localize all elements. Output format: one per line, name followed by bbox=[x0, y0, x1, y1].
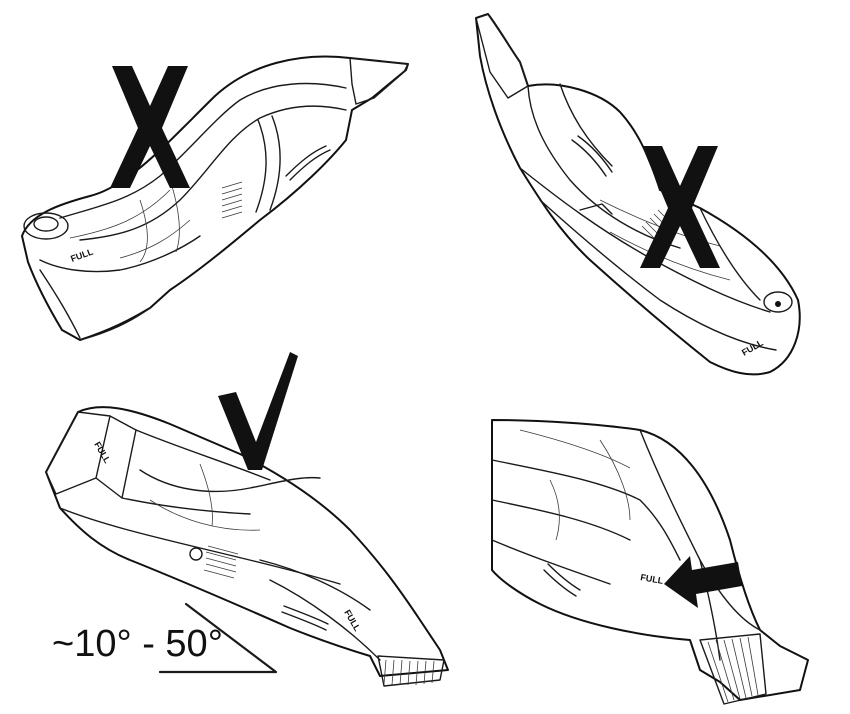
angle-indicator bbox=[158, 602, 278, 674]
full-label: FULL bbox=[640, 572, 665, 586]
panel-bottom-right: FULL bbox=[491, 419, 809, 705]
x-mark-icon bbox=[640, 146, 720, 268]
panel-top-left: FULL bbox=[21, 55, 409, 341]
panel-top-right: FULL bbox=[475, 13, 801, 376]
arrow-left-icon bbox=[664, 556, 742, 608]
vacuum-drawing-top-left: FULL bbox=[21, 55, 409, 341]
vacuum-drawing-bottom-left: FULL FULL bbox=[45, 406, 449, 687]
panel-bottom-left: FULL FULL ~10° - 50° bbox=[45, 352, 449, 687]
vacuum-drawing-top-right: FULL bbox=[475, 13, 801, 376]
angle-label: ~10° - 50° bbox=[52, 623, 223, 665]
checkmark-icon bbox=[218, 352, 298, 470]
x-mark-icon bbox=[110, 66, 190, 188]
vacuum-drawing-bottom-right: FULL bbox=[491, 419, 809, 705]
